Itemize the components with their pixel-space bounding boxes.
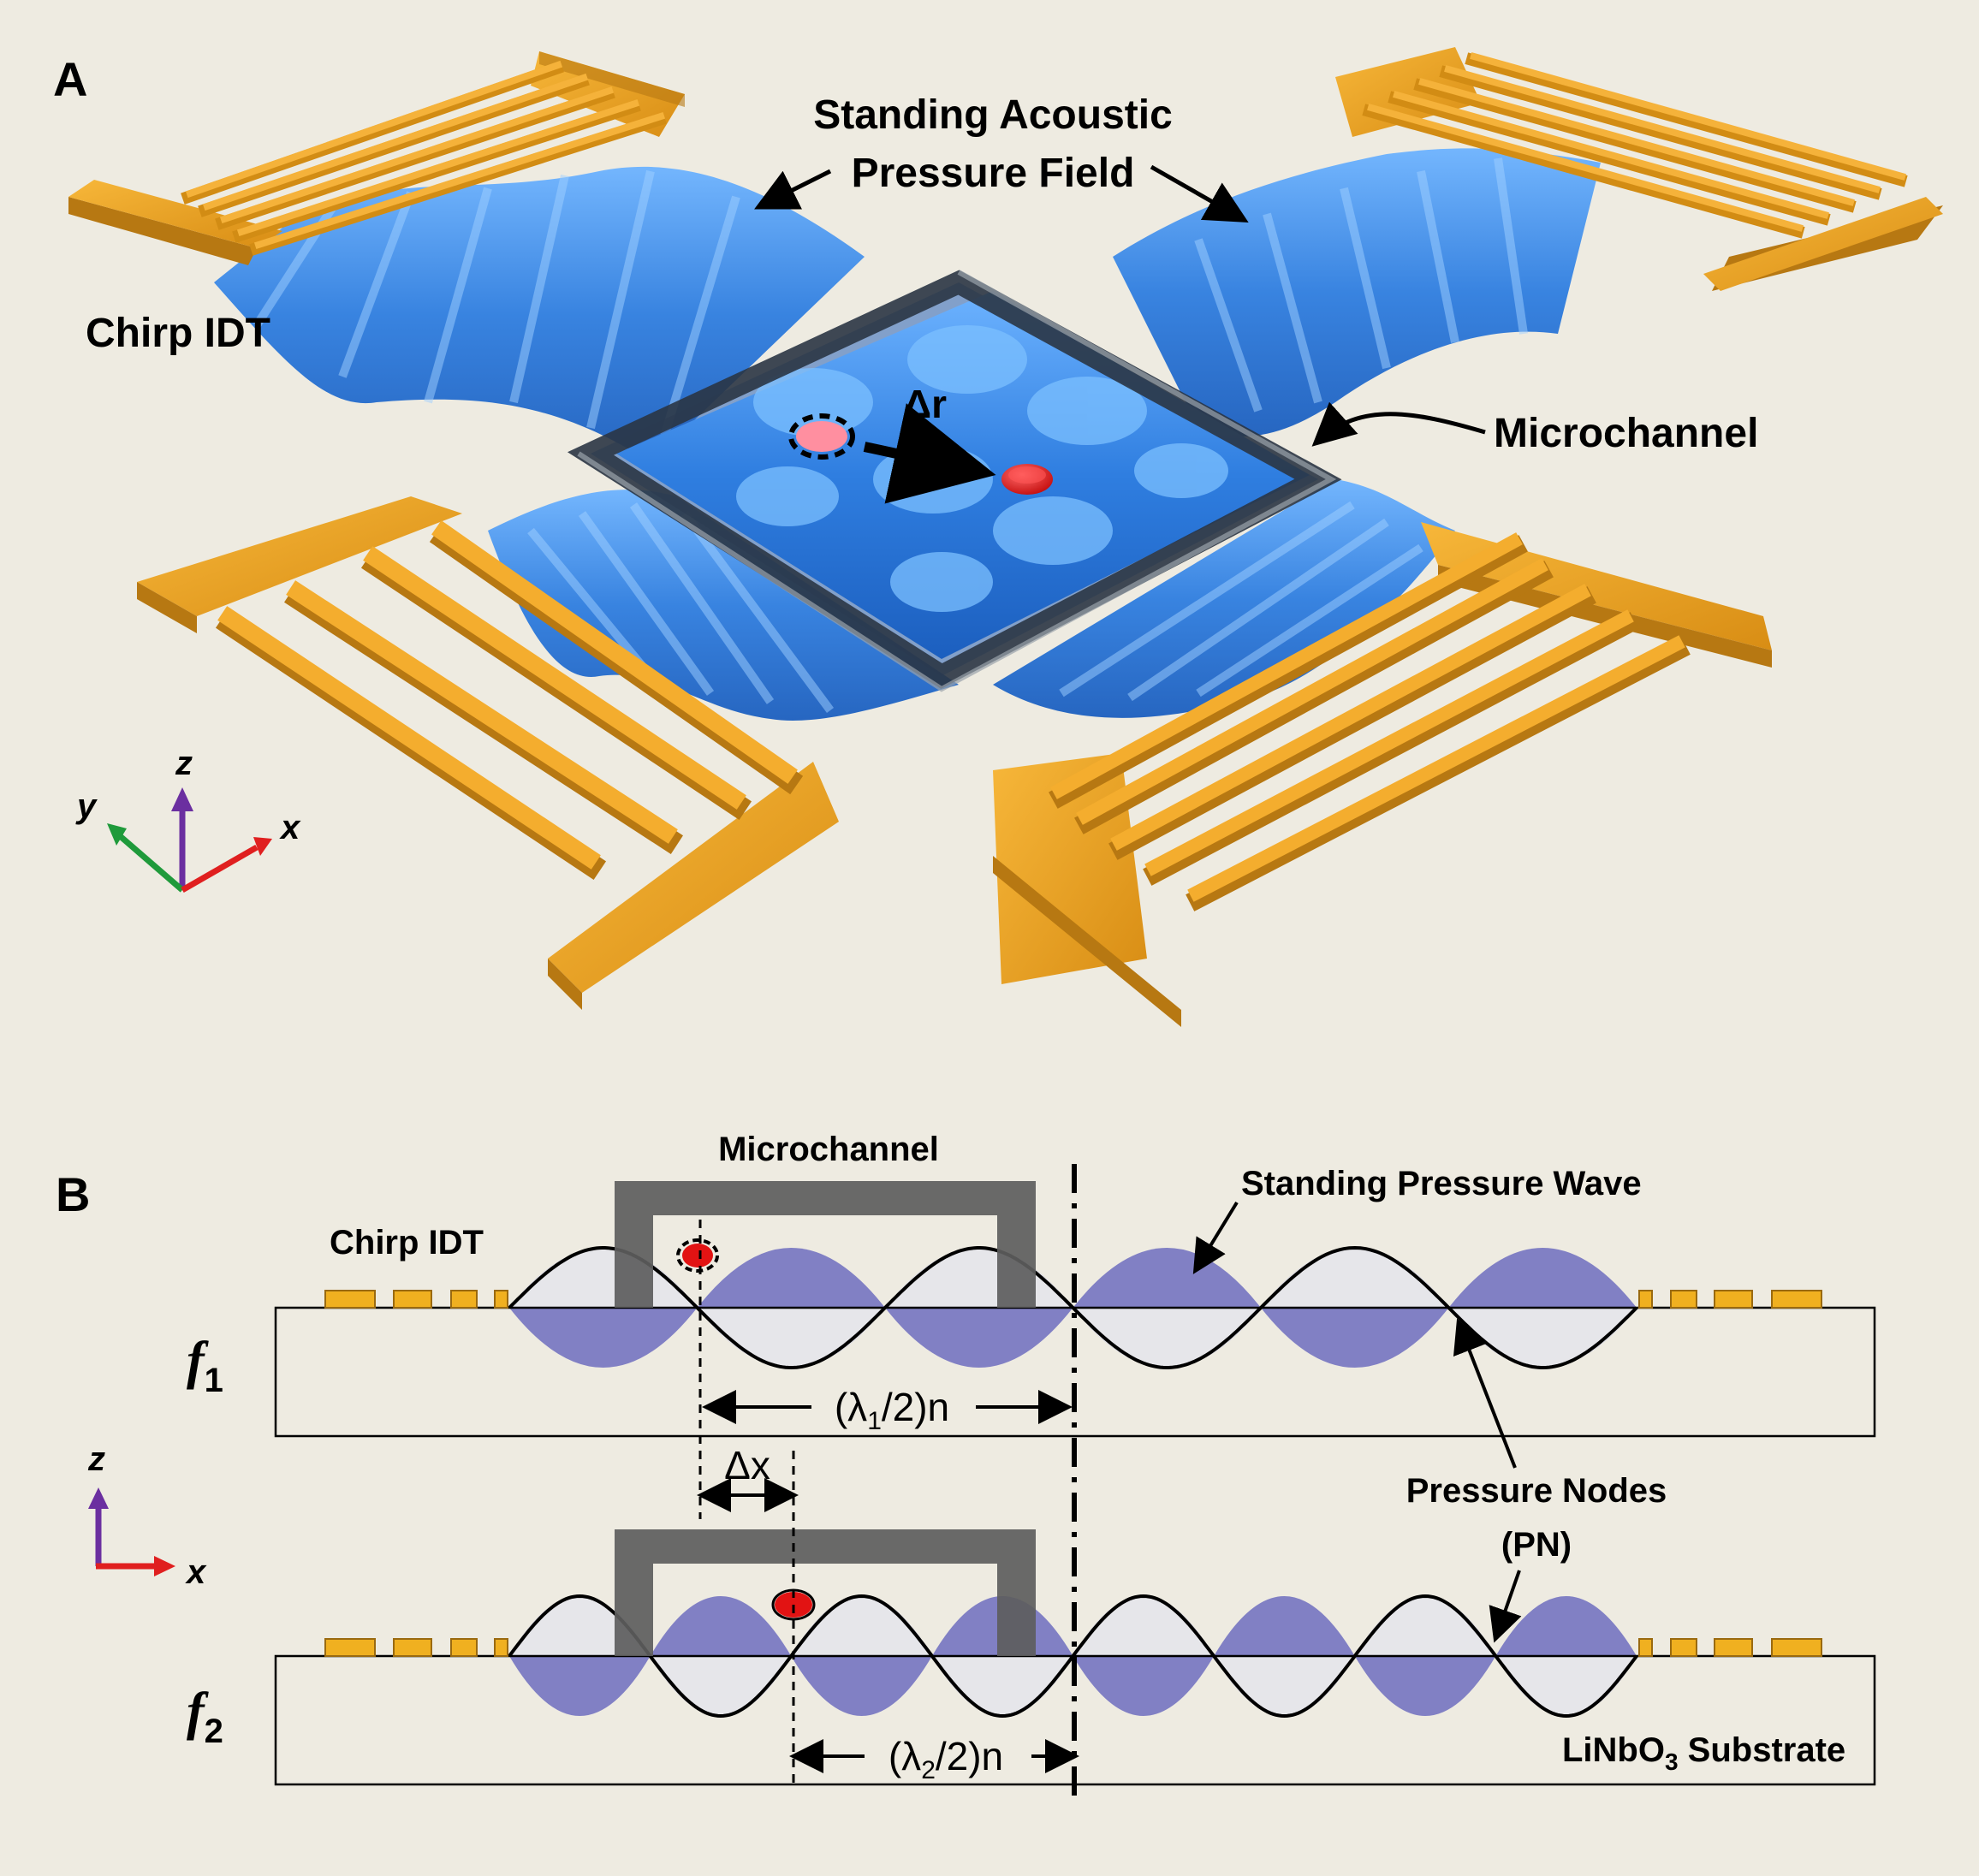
- axis-z-label-a: z: [175, 745, 193, 782]
- wave-curve: [508, 1245, 1638, 1370]
- microchannel-f1: [615, 1181, 1036, 1308]
- lambda1-dimension: (λ1/2)n: [702, 1385, 1073, 1435]
- envelope-inner: [509, 1248, 698, 1308]
- panel-b: B f1: [56, 1131, 1876, 1806]
- lambda2-dimension: (λ2/2)n: [789, 1734, 1079, 1784]
- f1-label: f1: [187, 1332, 223, 1399]
- chirp-idt-lower-right: [993, 522, 1772, 1027]
- chirp-idt-lower-left: [137, 496, 839, 1010]
- wave-strip-upper-left: [214, 166, 865, 462]
- delta-x-label: Δx: [724, 1443, 770, 1487]
- envelope-inner: [1354, 1596, 1496, 1656]
- envelope-inner: [650, 1656, 792, 1716]
- wave-strip-lower-right: [993, 479, 1455, 718]
- envelope-inner: [1073, 1308, 1261, 1368]
- pressure-nodes-label-line1: Pressure Nodes: [1406, 1472, 1667, 1510]
- chirp-idt-label-b: Chirp IDT: [330, 1224, 484, 1262]
- idt-electrodes-f1-left: [324, 1290, 508, 1309]
- lambda1-label: (λ1/2)n: [835, 1385, 949, 1435]
- lambda2-label: (λ2/2)n: [888, 1734, 1003, 1784]
- standing-wave-arrow: [1192, 1201, 1239, 1274]
- panel-a-letter: A: [53, 52, 87, 106]
- envelope-inner: [1448, 1308, 1637, 1368]
- axis-z-label-b: z: [87, 1440, 105, 1478]
- microchannel-label-b: Microchannel: [718, 1131, 939, 1168]
- envelope-inner: [697, 1308, 885, 1368]
- chirp-idt-upper-left: [68, 51, 685, 265]
- axis-y-label-a: y: [75, 787, 98, 825]
- pressure-nodes-label-line2: (PN): [1501, 1526, 1572, 1564]
- standing-wave-label: Standing Pressure Wave: [1241, 1165, 1642, 1202]
- delta-r-label: Δr: [903, 382, 947, 426]
- envelope-inner: [1495, 1656, 1637, 1716]
- substrate-label: LiNbO3 Substrate: [1562, 1731, 1845, 1775]
- particle-initial: [788, 413, 855, 460]
- axis-x-label-a: x: [279, 809, 301, 846]
- axis-x-label-b: x: [185, 1553, 207, 1591]
- microchannel-label-a: Microchannel: [1494, 411, 1758, 456]
- row-f1: f1: [187, 1181, 1876, 1438]
- particle-f1: [676, 1238, 719, 1273]
- particle-final: [1001, 464, 1053, 495]
- envelope-inner: [1261, 1248, 1449, 1308]
- microchannel-f2: [615, 1529, 1036, 1656]
- standing-wave-curve-f2: [508, 1594, 1638, 1719]
- envelope-inner: [885, 1248, 1073, 1308]
- envelope-inner: [1214, 1656, 1355, 1716]
- envelope-inner: [791, 1596, 932, 1656]
- row-f2: f2: [187, 1529, 1876, 1786]
- wave-curve: [508, 1594, 1638, 1719]
- standing-field-label-line2: Pressure Field: [852, 151, 1135, 196]
- displacement-arrow: [863, 403, 996, 504]
- panel-a: A: [53, 47, 1943, 1027]
- panel-b-letter: B: [56, 1167, 90, 1221]
- microchannel-arrow-a: [1311, 401, 1486, 447]
- axis-triad-2d: z x: [87, 1440, 207, 1591]
- pressure-node-arrow-f2: [1489, 1570, 1522, 1643]
- envelope-inner: [931, 1656, 1073, 1716]
- standing-wave-curve-f1: [508, 1245, 1638, 1370]
- envelope-inner: [1073, 1596, 1215, 1656]
- axis-triad-3d: z y x: [75, 745, 301, 893]
- delta-x-dimension: Δx: [697, 1443, 799, 1512]
- chirp-idt-label-a: Chirp IDT: [86, 311, 270, 356]
- idt-electrodes-f1-right: [1638, 1290, 1822, 1309]
- idt-electrodes-f2-left: [324, 1638, 508, 1657]
- idt-electrodes-f2-right: [1638, 1638, 1822, 1657]
- wave-strip-upper-right: [1113, 148, 1601, 436]
- standing-field-arrow-left: [754, 169, 832, 210]
- f2-label: f2: [187, 1683, 223, 1750]
- standing-field-arrow-right: [1150, 164, 1249, 223]
- pressure-node-arrow-f1: [1453, 1318, 1517, 1469]
- standing-field-label-line1: Standing Acoustic: [813, 92, 1173, 138]
- standing-wave-envelope-f2: [509, 1596, 1637, 1716]
- chirp-idt-upper-right: [1335, 47, 1943, 291]
